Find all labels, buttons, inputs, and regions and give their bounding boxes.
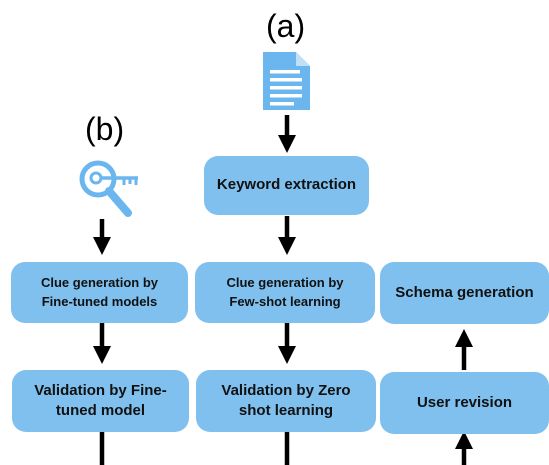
clue-generation-fine-tuned-box: Clue generation by Fine-tuned models <box>11 262 188 323</box>
validation-zero-shot-line-2: shot learning <box>238 402 334 419</box>
document-icon <box>263 52 310 110</box>
label-b: (b) <box>85 111 125 147</box>
validation-fine-tuned-line-1: Validation by Fine- <box>34 381 167 399</box>
clue-generation-fine-tuned-line-2: Fine-tuned models <box>41 293 158 309</box>
user-revision-box: User revision <box>380 372 549 434</box>
keyword-extraction-label: Keyword extraction <box>216 176 357 194</box>
schema-generation-label: Schema generation <box>395 283 534 301</box>
validation-zero-shot-line-1: Validation by Zero <box>221 381 351 399</box>
validation-fine-tuned-box: Validation by Fine- tuned model <box>12 370 189 432</box>
validation-fine-tuned-line-2: tuned model <box>55 402 146 419</box>
schema-generation-box: Schema generation <box>380 262 549 324</box>
validation-zero-shot-box: Validation by Zero shot learning <box>196 370 376 432</box>
clue-generation-few-shot-line-2: Few-shot learning <box>229 293 341 309</box>
user-revision-label: User revision <box>416 393 513 411</box>
clue-generation-few-shot-box: Clue generation by Few-shot learning <box>195 262 375 323</box>
keyword-extraction-box: Keyword extraction <box>204 156 369 215</box>
key-search-icon <box>79 160 138 217</box>
clue-generation-fine-tuned-line-1: Clue generation by <box>40 275 159 291</box>
label-a: (a) <box>266 8 306 44</box>
clue-generation-few-shot-line-1: Clue generation by <box>226 275 344 291</box>
